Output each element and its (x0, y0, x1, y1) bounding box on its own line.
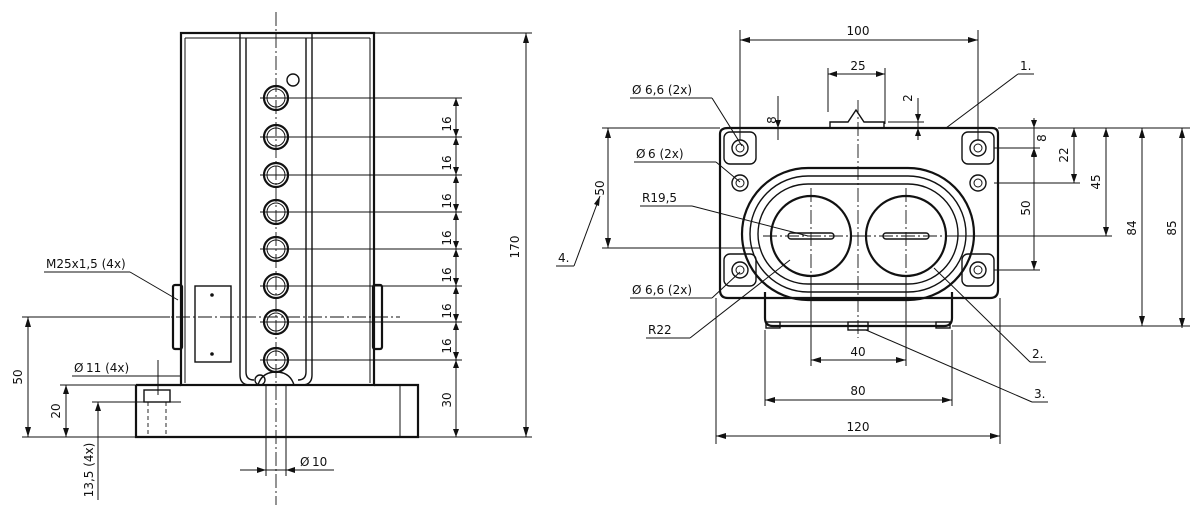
label-thread: M25x1,5 (4x) (46, 257, 126, 271)
side-view: 16 16 16 16 16 16 16 30 170 50 20 13,5 (… (11, 12, 532, 505)
dimension-chain (288, 97, 462, 438)
dim-22: 22 (1057, 147, 1071, 162)
base-plate (134, 383, 420, 439)
dim-85: 85 (1165, 220, 1179, 235)
diameter-symbol: Ø (632, 283, 641, 297)
dim-height-total: 170 (508, 236, 522, 259)
diameter-symbol: Ø (300, 455, 309, 469)
dim-50-right: 50 (1019, 200, 1033, 215)
dim-84: 84 (1125, 220, 1139, 235)
label-hole-13: 13,5 (4x) (82, 443, 96, 498)
diameter-symbol: Ø (636, 147, 645, 161)
dim-width-100: 100 (847, 24, 870, 38)
dim-80: 80 (850, 384, 865, 398)
dim-pitch-2: 16 (440, 155, 454, 170)
top-view: 100 25 2 8 8 50 (556, 24, 1190, 444)
small-hole (254, 374, 266, 386)
dim-50-left: 50 (593, 180, 607, 195)
dim-pitch-3: 16 (440, 193, 454, 208)
diameter-symbol: Ø (74, 361, 83, 375)
callout-2: 2. (1032, 347, 1043, 361)
dim-pitch-5: 16 (440, 267, 454, 282)
label-hole-66-top: 6,6 (2x) (645, 83, 692, 97)
housing-outline-top (718, 126, 1000, 300)
button-recess-outer (740, 166, 976, 302)
corner-bl (723, 253, 757, 287)
callout-3: 3. (1034, 387, 1045, 401)
dim-small-8-left: 8 (765, 116, 779, 124)
dim-small-8-right: 8 (1035, 134, 1049, 142)
dim-spacing-25: 25 (850, 59, 865, 73)
dim-pitch-7: 16 (440, 338, 454, 353)
label-hole-66-bottom: 6,6 (2x) (645, 283, 692, 297)
dim-pitch-4: 16 (440, 230, 454, 245)
housing-outline (179, 31, 376, 387)
diameter-symbol: Ø (632, 83, 641, 97)
dim-pitch-6: 16 (440, 303, 454, 318)
label-hole-11: 11 (4x) (86, 361, 129, 375)
label-hole-6: 6 (2x) (648, 147, 684, 161)
label-plate (194, 285, 232, 363)
dim-pitch-1: 16 (440, 116, 454, 131)
dim-40: 40 (850, 345, 865, 359)
dim-base-height: 20 (49, 403, 63, 418)
dim-base-top: 30 (440, 392, 454, 407)
dim-entry-height: 50 (11, 369, 25, 384)
callout-1: 1. (1020, 59, 1031, 73)
dim-small-2: 2 (901, 94, 915, 102)
callout-4: 4. (558, 251, 569, 265)
corner-br (961, 253, 995, 287)
label-hole-10: 10 (312, 455, 327, 469)
small-hole (286, 73, 300, 87)
label-r22: R22 (648, 323, 672, 337)
dim-45: 45 (1089, 174, 1103, 189)
dim-120: 120 (847, 420, 870, 434)
label-r195: R19,5 (642, 191, 677, 205)
